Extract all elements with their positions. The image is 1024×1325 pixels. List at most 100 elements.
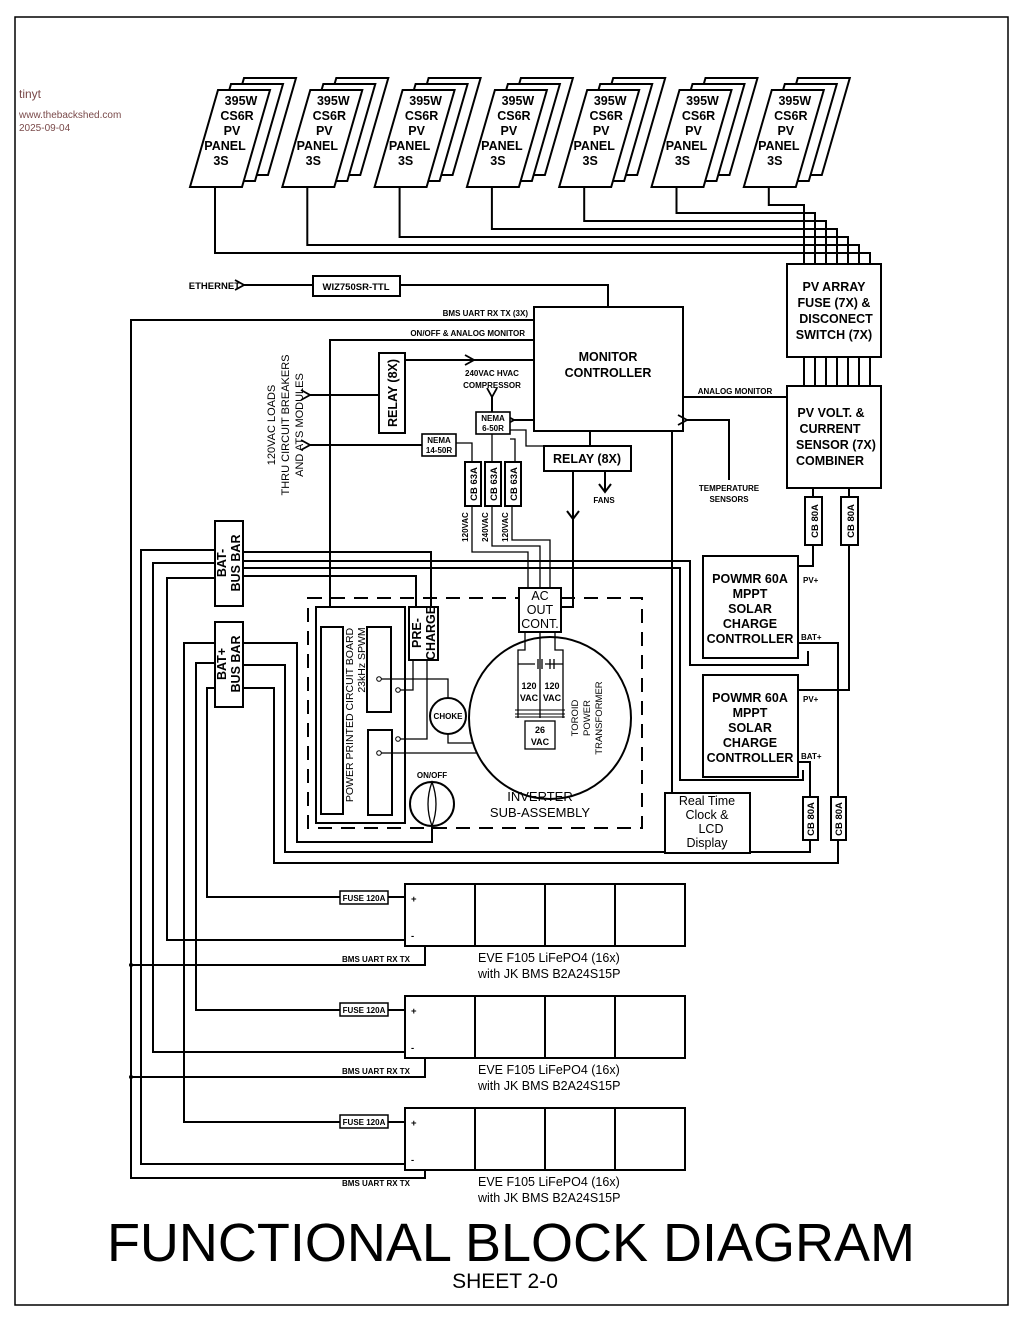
ac-out-label: AC	[531, 589, 548, 603]
onoff-switch[interactable]	[409, 780, 455, 828]
fuse-120a: FUSE 120A	[339, 1114, 389, 1129]
watermark-site: www.thebackshed.com	[18, 110, 121, 121]
monitor-controller-box	[533, 306, 684, 432]
controller-label: POWMR 60A	[712, 691, 788, 705]
temperature-label: TEMPERATURE	[699, 484, 760, 493]
plus-terminal: +	[411, 1118, 417, 1129]
bms-uart-label: BMS UART RX TX	[342, 1067, 411, 1076]
bus-label: BUS BAR	[229, 535, 243, 592]
pv-panel-label: PV	[316, 124, 333, 138]
pv-panel-label: PANEL	[389, 139, 431, 153]
relay-label: RELAY (8X)	[553, 452, 621, 466]
pv-string-lines	[803, 357, 871, 386]
bat-pos-bus-bar: BAT+ BUS BAR	[214, 621, 244, 708]
watermark-user: tinyt	[19, 87, 42, 101]
pv-panel-label: PANEL	[573, 139, 615, 153]
charge-controller: POWMR 60AMPPTSOLARCHARGECONTROLLERPV+BAT…	[702, 555, 822, 659]
pv-panel-label: CS6R	[682, 109, 715, 123]
relay-label: RELAY (8X)	[386, 359, 400, 427]
pv-panel-label: PANEL	[297, 139, 339, 153]
diagram-title: FUNCTIONAL BLOCK DIAGRAM	[107, 1213, 915, 1273]
rtc-line: Real Time	[679, 794, 735, 808]
analog-monitor-label: ANALOG MONITOR	[698, 387, 773, 396]
cb63-voltage: 240VAC	[481, 512, 490, 542]
fuse-label: FUSE 120A	[343, 894, 386, 903]
pv-panel-label: PV	[501, 124, 518, 138]
cb80-label: CB 80A	[810, 504, 821, 538]
charge-controllers: POWMR 60AMPPTSOLARCHARGECONTROLLERPV+BAT…	[702, 555, 822, 778]
pv-panel-label: CS6R	[220, 109, 253, 123]
primary-label: VAC	[531, 737, 550, 747]
controller-label: CHARGE	[723, 617, 777, 631]
bat-neg-bus-bar: BAT- BUS BAR	[214, 520, 244, 607]
sensor-line: COMBINER	[796, 454, 864, 468]
fans-label: FANS	[593, 496, 615, 505]
sensor-line: CURRENT	[799, 422, 860, 436]
cb80-upper-2: CB 80A	[840, 496, 859, 546]
sheet-border	[14, 16, 1009, 1306]
secondary-label: 120	[544, 681, 559, 691]
primary-label: 26	[535, 725, 545, 735]
pv-panel-label: 3S	[675, 154, 690, 168]
rtc-line: Display	[687, 836, 729, 850]
bms-uart-label: BMS UART RX TX	[342, 955, 411, 964]
battery-label: with JK BMS B2A24S15P	[477, 967, 620, 981]
ac-out-contactor	[518, 587, 562, 633]
battery-label: with JK BMS B2A24S15P	[477, 1191, 620, 1205]
wiz750-box	[312, 275, 401, 297]
pv-panel-label: CS6R	[497, 109, 530, 123]
cb80-label: CB 80A	[846, 504, 857, 538]
pv-panel-label: PV	[408, 124, 425, 138]
bus-label: BUS BAR	[229, 636, 243, 693]
controller-label: MPPT	[733, 706, 768, 720]
pv-string-wire	[675, 187, 816, 264]
pv-panel-label: 3S	[490, 154, 505, 168]
nema-14-50r	[421, 433, 457, 457]
pv-panel-label: 395W	[778, 94, 811, 108]
loads-line: AND ATS MODULES	[294, 373, 306, 477]
pv-panel-label: PANEL	[481, 139, 523, 153]
pv-panel-label: PV	[224, 124, 241, 138]
pv-string-wire	[398, 187, 849, 264]
sensor-line: SENSOR (7X)	[796, 438, 876, 452]
bus-label: BAT-	[215, 549, 229, 577]
bus-label: BAT+	[215, 648, 229, 680]
watermark-date: 2025-09-04	[19, 123, 71, 134]
pv-panel-label: 3S	[767, 154, 782, 168]
relay-8x-loads	[378, 352, 406, 434]
pv-panel-label: 3S	[306, 154, 321, 168]
cb80-upper-1: CB 80A	[804, 496, 823, 546]
bms-uart-3x-label: BMS UART RX TX (3X)	[443, 309, 529, 318]
nema14-label: 14-50R	[426, 446, 452, 455]
pv-panel	[465, 89, 549, 188]
pv-panel-label: 395W	[409, 94, 442, 108]
wiz750-label: WIZ750SR-TTL	[322, 282, 389, 293]
pv-panel-label: 395W	[686, 94, 719, 108]
minus-terminal: -	[411, 1155, 414, 1166]
pv-array-line: FUSE (7X) &	[798, 296, 871, 310]
fuse-label: FUSE 120A	[343, 1118, 386, 1127]
controller-label: SOLAR	[728, 721, 772, 735]
pv-panel-label: PANEL	[758, 139, 800, 153]
nema6-label: NEMA	[481, 414, 505, 423]
pv-panel-label: CS6R	[774, 109, 807, 123]
pv-panel	[188, 89, 272, 188]
cb63-label: CB 63A	[469, 467, 480, 501]
toroid-label: POWER	[582, 700, 593, 736]
inverter-title: SUB-ASSEMBLY	[490, 805, 591, 820]
loads-line: THRU CIRCUIT BREAKERS	[280, 355, 292, 496]
controller-label: CONTROLLER	[707, 751, 794, 765]
pv-panel-label: 3S	[213, 154, 228, 168]
pv-panel-label: CS6R	[313, 109, 346, 123]
pv-string-wire	[306, 187, 860, 264]
